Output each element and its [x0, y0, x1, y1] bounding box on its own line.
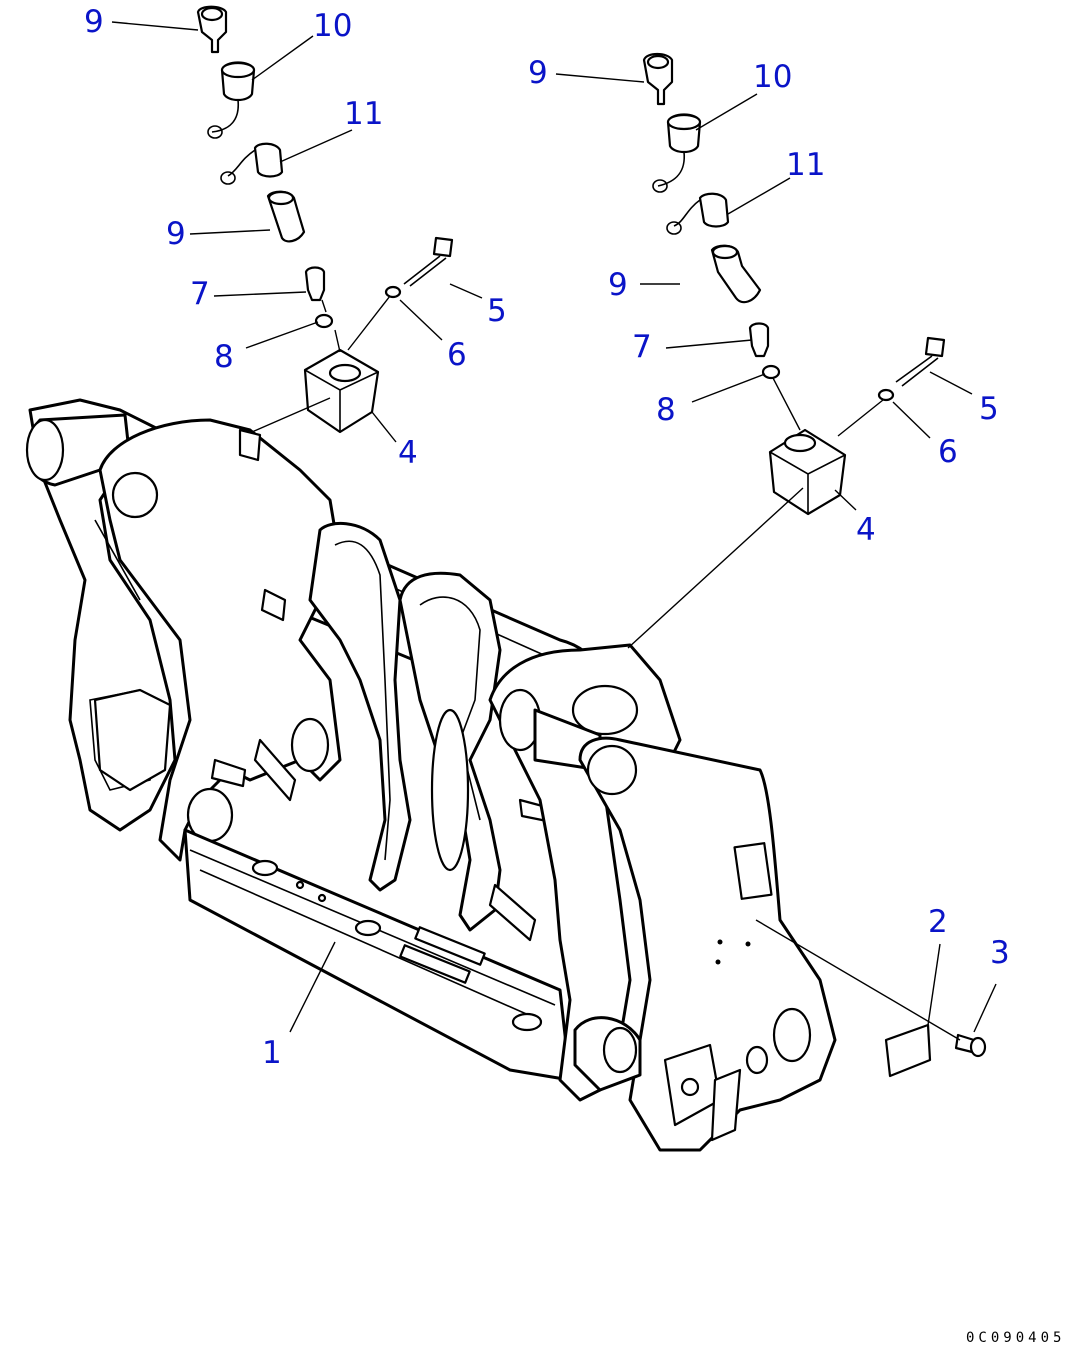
- callout-9: 9: [608, 267, 628, 303]
- right-sensor-assembly: [627, 52, 946, 649]
- callout-4: 4: [856, 512, 876, 548]
- callout-7: 7: [190, 276, 210, 312]
- callout-6: 6: [938, 434, 958, 470]
- callout-5: 5: [979, 391, 999, 427]
- callout-11: 11: [344, 96, 383, 132]
- callout-5: 5: [487, 293, 507, 329]
- callout-9: 9: [528, 55, 548, 91]
- left-sensor-assembly: [196, 5, 454, 434]
- plate-and-screw: [755, 919, 987, 1078]
- callout-9: 9: [166, 216, 186, 252]
- callout-9: 9: [84, 4, 104, 40]
- frame-part-1: [25, 398, 837, 1152]
- callout-4: 4: [398, 435, 418, 471]
- callout-10: 10: [313, 8, 352, 44]
- callout-labels: 9 10 11 9 7 8 5 6 4 9 10 11 9 7 8 5 6 4 …: [84, 4, 1010, 1071]
- callout-8: 8: [656, 392, 676, 428]
- callout-6: 6: [447, 337, 467, 373]
- callout-8: 8: [214, 339, 234, 375]
- callout-3: 3: [990, 935, 1010, 971]
- callout-11: 11: [786, 147, 825, 183]
- callout-7: 7: [632, 329, 652, 365]
- callout-1: 1: [262, 1035, 282, 1071]
- drawing-reference-code: 0C090405: [966, 1330, 1065, 1346]
- callout-2: 2: [928, 904, 948, 940]
- leader-lines: [111, 21, 997, 1033]
- callout-10: 10: [753, 59, 792, 95]
